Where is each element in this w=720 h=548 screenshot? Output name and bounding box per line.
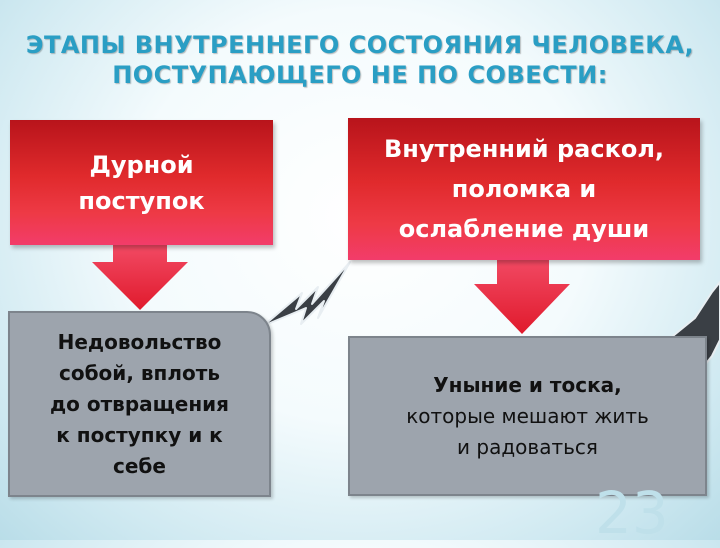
- dissatisfaction-line-5: себе: [113, 453, 166, 478]
- dissatisfaction-line-1: Недовольство: [57, 329, 222, 354]
- bad-deed-line-2: поступок: [78, 186, 205, 215]
- down-arrow-left: [92, 245, 188, 310]
- inner-split-line-2: поломка и: [451, 175, 597, 203]
- despondency-line-3: и радоваться: [457, 434, 598, 459]
- dissatisfaction-line-4: к поступку и к: [56, 422, 223, 447]
- title-line-1: ЭТАПЫ ВНУТРЕННЕГО СОСТОЯНИЯ ЧЕЛОВЕКА,: [25, 31, 695, 59]
- dissatisfaction-line-3: до отвращения: [49, 391, 229, 416]
- dissatisfaction-box: Недовольство собой, вплоть до отвращения…: [8, 311, 271, 497]
- inner-split-line-1: Внутренний раскол,: [383, 135, 665, 163]
- bad-deed-box: Дурной поступок: [10, 120, 273, 245]
- despondency-box: Уныние и тоска, которые мешают жить и ра…: [348, 336, 707, 496]
- despondency-line-1: Уныние и тоска,: [433, 372, 622, 397]
- dissatisfaction-line-2: собой, вплоть: [59, 360, 220, 385]
- title-line-2: ПОСТУПАЮЩЕГО НЕ ПО СОВЕСТИ:: [112, 61, 608, 89]
- slide-title: ЭТАПЫ ВНУТРЕННЕГО СОСТОЯНИЯ ЧЕЛОВЕКА, ПО…: [0, 30, 720, 90]
- inner-split-line-3: ослабление души: [398, 215, 650, 243]
- bad-deed-line-1: Дурной: [89, 150, 194, 179]
- inner-split-box: Внутренний раскол, поломка и ослабление …: [348, 118, 700, 260]
- down-arrow-right: [474, 258, 570, 334]
- lightning-icon: [262, 261, 351, 327]
- despondency-line-2: которые мешают жить: [406, 403, 649, 428]
- slide-number: 23: [595, 479, 669, 547]
